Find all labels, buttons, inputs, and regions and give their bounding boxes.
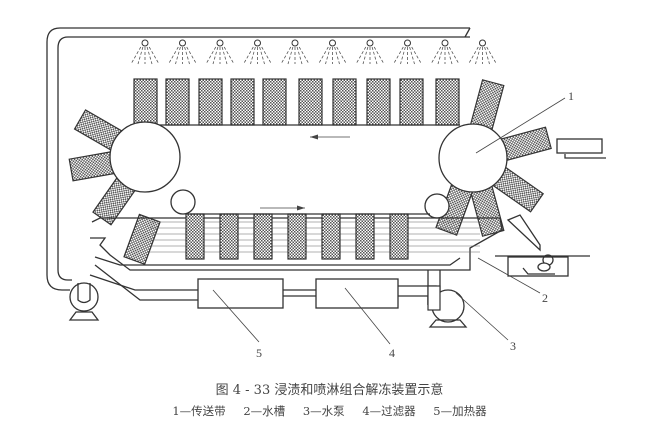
spray-nozzle — [393, 39, 422, 65]
product-block — [399, 78, 424, 126]
spray-nozzle — [318, 39, 347, 65]
product-block — [321, 213, 341, 260]
product-block — [366, 78, 391, 126]
product-block — [230, 78, 255, 126]
product-block — [287, 213, 307, 260]
figure-legend: 1—传送带 2—水槽 3—水泵 4—过滤器 5—加热器 — [0, 403, 659, 419]
filter — [315, 278, 399, 309]
product-block — [253, 213, 273, 260]
direction-arrow-left — [310, 134, 350, 140]
legend-item-heater: 5—加热器 — [433, 404, 487, 418]
return-pipe — [46, 27, 471, 291]
spray-nozzle — [355, 39, 385, 65]
discharge-slide — [495, 214, 590, 277]
discharge-chute — [556, 138, 606, 159]
conveyor-top-items — [133, 78, 460, 126]
left-guide-roller — [170, 189, 196, 215]
legend-item-pump: 3—水泵 — [302, 404, 345, 418]
spray-nozzle — [243, 39, 272, 65]
callout-label-2: 2 — [542, 291, 548, 305]
spray-nozzle — [468, 39, 497, 65]
product-block — [198, 78, 223, 126]
spray-nozzle — [130, 39, 160, 65]
product-block — [262, 78, 287, 126]
legend-item-water-tank: 2—水槽 — [243, 404, 286, 418]
callout-label-5: 5 — [256, 346, 262, 360]
left-pump — [68, 282, 100, 321]
left-drum-items — [68, 109, 161, 266]
legend-item-filter: 4—过滤器 — [362, 404, 416, 418]
callout-5: 5 — [212, 289, 262, 360]
spray-nozzle — [168, 39, 197, 65]
product-block — [389, 213, 409, 260]
callout-4: 4 — [344, 287, 395, 360]
callout-label-4: 4 — [389, 346, 395, 360]
left-drum — [109, 121, 181, 193]
callout-label-3: 3 — [510, 339, 516, 353]
callout-label-1: 1 — [568, 89, 574, 103]
product-block — [133, 78, 158, 126]
callout-3: 3 — [455, 292, 516, 353]
callout-1: 1 — [475, 89, 574, 154]
product-block — [219, 213, 239, 260]
figure-caption: 图 4 - 33 浸渍和喷淋组合解冻装置示意 — [215, 383, 444, 398]
heater — [197, 278, 284, 309]
water-surface-lines — [150, 221, 480, 253]
product-block — [355, 213, 375, 260]
product-block — [298, 78, 323, 126]
product-block — [435, 78, 460, 126]
spray-nozzle — [430, 39, 460, 65]
direction-arrow-right — [260, 205, 305, 211]
product-block — [165, 78, 190, 126]
right-pump — [427, 285, 468, 328]
spray-nozzle — [205, 39, 235, 65]
right-drum — [438, 123, 508, 193]
legend-item-conveyor: 1—传送带 — [172, 404, 226, 418]
callout-2: 2 — [477, 257, 548, 305]
product-block — [185, 213, 205, 260]
spray-nozzle — [280, 39, 310, 65]
spray-nozzles — [130, 39, 497, 65]
water-tank — [90, 217, 503, 271]
product-block — [332, 78, 357, 126]
